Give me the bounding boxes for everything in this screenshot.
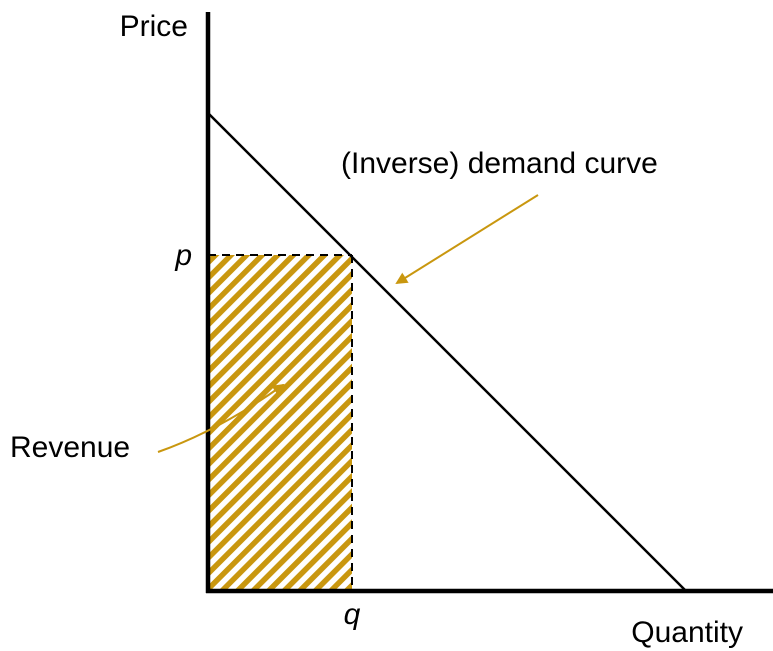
curve-annotation-arrow	[395, 194, 539, 285]
y-axis-label: Price	[120, 10, 188, 43]
x-axis-label: Quantity	[631, 616, 743, 649]
revenue-label: Revenue	[10, 431, 130, 464]
demand-curve-label: (Inverse) demand curve	[341, 147, 658, 180]
demand-curve	[207, 112, 687, 592]
quantity-marker-label: q	[344, 598, 361, 631]
price-marker-label: p	[174, 239, 192, 272]
revenue-annotation-arrow	[157, 383, 285, 453]
revenue-area	[208, 255, 352, 591]
